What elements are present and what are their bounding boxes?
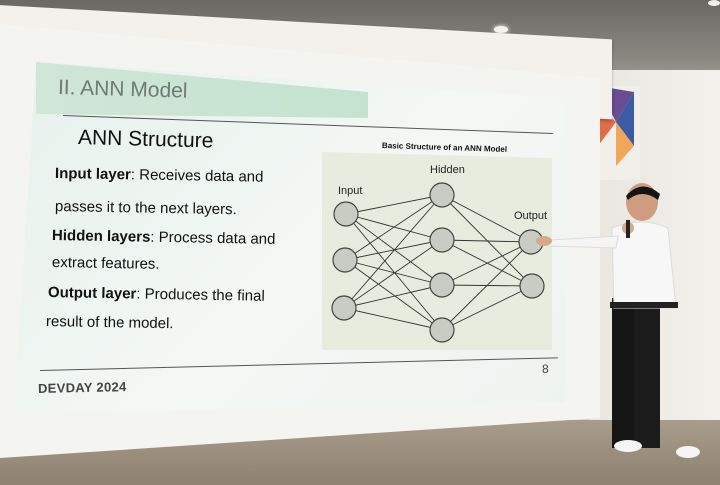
hidden-node: [429, 272, 455, 298]
connection-edge: [441, 285, 533, 331]
connection-edge: [441, 241, 532, 331]
bullet-text: : Process data and: [150, 228, 276, 248]
ann-diagram: Input Hidden Output: [331, 164, 547, 343]
hidden-node: [429, 227, 455, 253]
connection-edge: [345, 213, 443, 331]
connection-edge: [441, 239, 532, 243]
section-title: II. ANN Model: [57, 76, 188, 103]
input-node: [333, 201, 359, 227]
hidden-node: [429, 317, 455, 343]
output-label: Output: [514, 210, 547, 222]
ceiling-light: [708, 0, 720, 6]
bullet-text: extract features.: [51, 254, 160, 273]
bullet-label: Input layer: [54, 165, 132, 184]
connection-edge: [344, 194, 443, 261]
bullet-label: Hidden layers: [51, 227, 151, 246]
footer-brand: DEVDAY 2024: [37, 379, 127, 396]
connection-edge: [345, 194, 443, 215]
connection-edge: [343, 194, 443, 309]
bullet-hidden: Hidden layers: Process data and: [52, 226, 276, 250]
bullet-text: passes it to the next layers.: [54, 198, 237, 219]
bullet-text: result of the model.: [45, 313, 174, 333]
connection-edge: [343, 239, 443, 309]
connection-edge: [344, 259, 443, 331]
ceiling-light: [494, 26, 508, 33]
connection-edge: [441, 241, 532, 286]
slide-subtitle: ANN Structure: [77, 126, 214, 153]
hidden-node: [429, 182, 455, 208]
hidden-label: Hidden: [430, 164, 465, 176]
input-node: [331, 295, 357, 321]
bullet-text: : Receives data and: [130, 166, 264, 186]
connection-edge: [344, 239, 443, 261]
bullet-text: : Produces the final: [136, 285, 265, 305]
bullet-label: Output layer: [47, 284, 137, 303]
input-node: [332, 247, 358, 273]
bullet-output: Output layer: Produces the final: [48, 283, 265, 307]
connection-edge: [343, 284, 443, 309]
input-label: Input: [338, 185, 362, 197]
bullet-input-cont: passes it to the next layers.: [55, 197, 237, 220]
presenter: [536, 183, 700, 458]
connection-edge: [441, 194, 533, 287]
bullet-input: Input layer: Receives data and: [55, 164, 264, 188]
bullet-output-cont: result of the model.: [46, 312, 174, 334]
page-number: 8: [542, 362, 549, 376]
connection-edge: [441, 194, 532, 243]
connection-edge: [344, 259, 443, 286]
output-node: [519, 273, 545, 299]
connection-edge: [343, 307, 443, 331]
bullet-hidden-cont: extract features.: [52, 253, 160, 275]
